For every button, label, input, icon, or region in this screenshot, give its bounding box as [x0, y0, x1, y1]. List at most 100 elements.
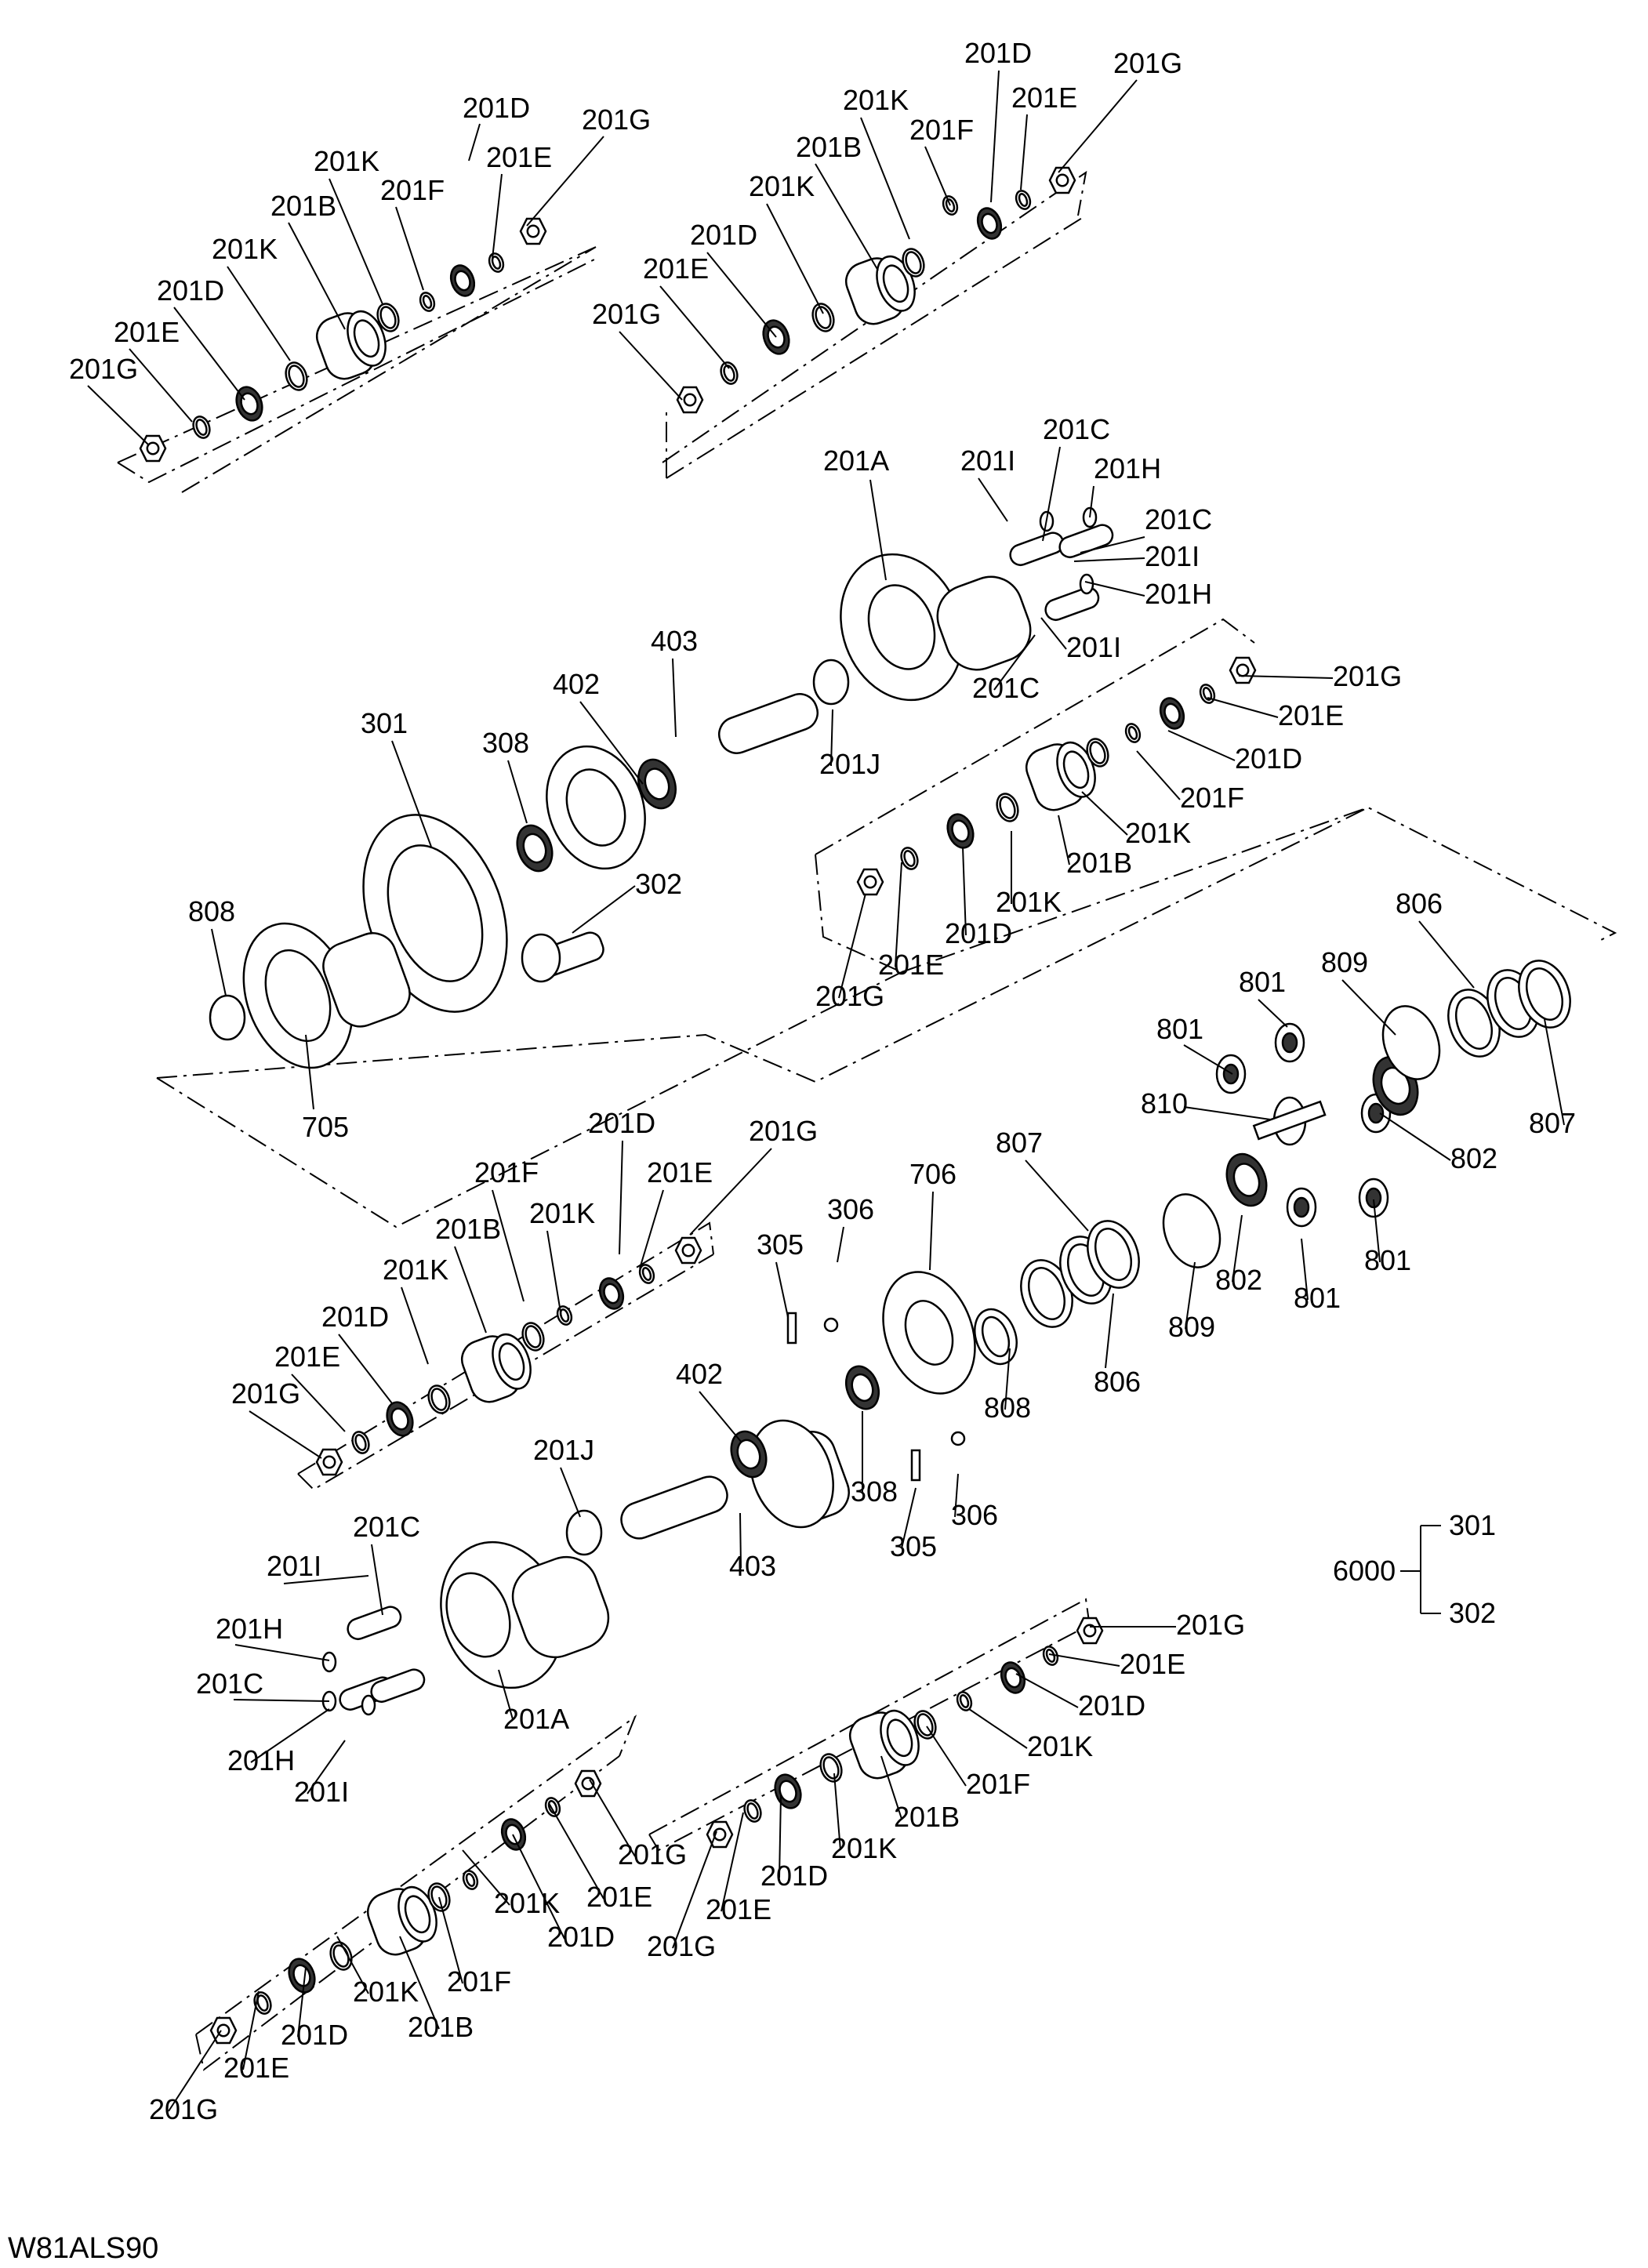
callout-label: 201I: [267, 1550, 321, 1582]
callout-label: 201A: [823, 445, 889, 477]
callout-label: 706: [909, 1158, 956, 1190]
callout-label: 201B: [894, 1801, 960, 1833]
callout-label: 201G: [149, 2093, 218, 2125]
callout-label: 201D: [463, 92, 530, 124]
callout-label: 301: [361, 707, 408, 739]
callout-label: 308: [851, 1475, 898, 1508]
callout-label: 201K: [831, 1832, 897, 1864]
callout-label: 201K: [843, 84, 909, 116]
callout-label: 201D: [321, 1301, 389, 1333]
callout-label: 201E: [878, 949, 944, 981]
callout-label: 201E: [486, 141, 552, 173]
assembly-child-302: 302: [1449, 1597, 1496, 1629]
callout-label: 201E: [114, 316, 180, 348]
callout-label: 201D: [760, 1860, 828, 1892]
callout-label: 201E: [586, 1881, 652, 1913]
callout-label: 201K: [314, 145, 379, 177]
callout-label: 201H: [1094, 452, 1161, 484]
callout-label: 201G: [69, 353, 138, 385]
callout-label: 201C: [196, 1667, 263, 1700]
callout-label: 201H: [216, 1613, 283, 1645]
callout-label: 201H: [1145, 578, 1212, 610]
callout-label: 201K: [353, 1976, 419, 2008]
callout-label: 201E: [643, 252, 709, 285]
callout-label: 802: [1215, 1264, 1262, 1296]
callout-label: 201C: [1043, 413, 1110, 445]
callout-label: 201F: [966, 1768, 1030, 1800]
callout-label: 809: [1321, 946, 1368, 978]
callout-label: 201G: [1333, 660, 1402, 692]
callout-label: 201E: [1120, 1648, 1185, 1680]
callout-label: 201A: [503, 1703, 569, 1735]
callout-label: 201B: [435, 1213, 501, 1245]
callout-label: 201D: [157, 274, 224, 307]
callout-label: 807: [1529, 1107, 1576, 1139]
callout-label: 201E: [706, 1893, 771, 1925]
callout-label: 302: [635, 868, 682, 900]
callout-label: 201G: [647, 1930, 716, 1962]
assembly-child-301: 301: [1449, 1509, 1496, 1541]
callout-label: 201J: [533, 1434, 594, 1466]
callout-label: 403: [651, 625, 698, 657]
callout-label: 201K: [996, 886, 1062, 918]
callout-label: 201F: [380, 174, 445, 206]
callout-label: 201K: [383, 1254, 448, 1286]
callout-label: 201C: [1145, 503, 1212, 535]
callout-label: 201G: [582, 103, 651, 136]
callout-label: 201D: [1235, 742, 1302, 775]
callout-label: 801: [1239, 966, 1286, 998]
callout-label: 201K: [1027, 1730, 1093, 1762]
callout-label: 808: [984, 1392, 1031, 1424]
callout-label: 201B: [270, 190, 336, 222]
callout-label: 201I: [1145, 540, 1200, 572]
callout-label: 201K: [1125, 817, 1191, 849]
callout-label: 201K: [529, 1197, 595, 1229]
callout-label: 705: [302, 1111, 349, 1143]
callout-label: 806: [1396, 887, 1443, 920]
callout-label: 201D: [281, 2019, 348, 2051]
callout-label: 201D: [690, 219, 757, 251]
callout-label: 305: [757, 1228, 804, 1261]
callout-label: 201K: [212, 233, 278, 265]
diagram-code: W81ALS90: [8, 2232, 158, 2265]
callout-label: 201D: [1078, 1689, 1145, 1722]
callout-label: 201D: [945, 917, 1012, 949]
callout-label: 308: [482, 727, 529, 759]
callout-label: 201G: [592, 298, 661, 330]
parts-drawing-layer: [117, 166, 1617, 2071]
callout-label: 201G: [749, 1115, 818, 1147]
callout-label: 809: [1168, 1311, 1215, 1343]
callout-label: 201B: [796, 131, 862, 163]
callout-label: 201D: [588, 1107, 655, 1139]
callout-label: 306: [827, 1193, 874, 1225]
callout-label: 808: [188, 895, 235, 927]
callout-label: 201D: [964, 37, 1032, 69]
callout-label: 201G: [1113, 47, 1182, 79]
callout-label: 201K: [749, 170, 815, 202]
callout-label: 201E: [223, 2052, 289, 2084]
callout-label: 201F: [1180, 782, 1244, 814]
callout-label: 402: [553, 668, 600, 700]
callout-label: 201G: [1176, 1609, 1245, 1641]
callout-label: 801: [1156, 1013, 1203, 1045]
callout-label: 801: [1294, 1282, 1341, 1314]
callout-label: 201I: [294, 1776, 349, 1808]
callout-label: 201C: [972, 672, 1040, 704]
callout-label: 402: [676, 1358, 723, 1390]
callout-label: 201B: [408, 2011, 474, 2043]
assembly-bracket: 6000 301 302: [1333, 1509, 1496, 1629]
callout-label: 201B: [1066, 847, 1132, 879]
callout-label: 201F: [909, 114, 974, 146]
callout-label: 403: [729, 1550, 776, 1582]
callout-label: 201C: [353, 1511, 420, 1543]
callout-label: 201E: [1011, 82, 1077, 114]
callout-label: 201H: [227, 1744, 295, 1776]
callout-label: 201D: [547, 1921, 615, 1953]
callout-label: 802: [1450, 1142, 1497, 1174]
callout-label: 201E: [647, 1156, 713, 1188]
callout-label: 807: [996, 1127, 1043, 1159]
callout-label: 201E: [274, 1341, 340, 1373]
